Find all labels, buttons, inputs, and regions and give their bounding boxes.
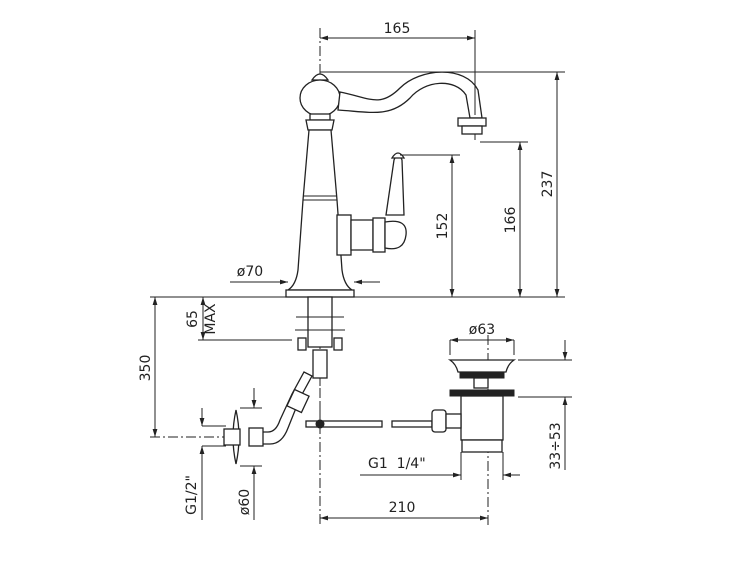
dim-handle-height: 152	[435, 213, 451, 240]
dim-deck-thickness-max: MAX	[203, 303, 219, 335]
dim-base-diameter: ø70	[237, 264, 263, 280]
dim-spout-height: 166	[503, 207, 519, 234]
dim-drain-diameter: ø63	[469, 322, 495, 338]
dim-deck-thickness: 65	[185, 310, 201, 328]
dim-rosette-diameter: ø60	[237, 489, 253, 515]
dim-drain-thread: G1 1/4"	[368, 456, 426, 472]
dim-hose-length: 350	[138, 355, 154, 382]
dimension-lines	[150, 30, 572, 521]
dim-spout-reach: 165	[384, 21, 411, 37]
pop-up-drain	[431, 359, 517, 453]
dim-rod-length: 210	[389, 500, 416, 516]
dim-inlet-thread: G1/2"	[184, 475, 200, 515]
inlet-hose	[223, 371, 313, 465]
dim-total-height: 237	[540, 171, 556, 198]
dim-drain-range: 33÷53	[548, 422, 564, 469]
faucet-body	[285, 71, 487, 298]
pop-up-rod	[305, 419, 433, 429]
mounting-shank	[295, 296, 345, 430]
